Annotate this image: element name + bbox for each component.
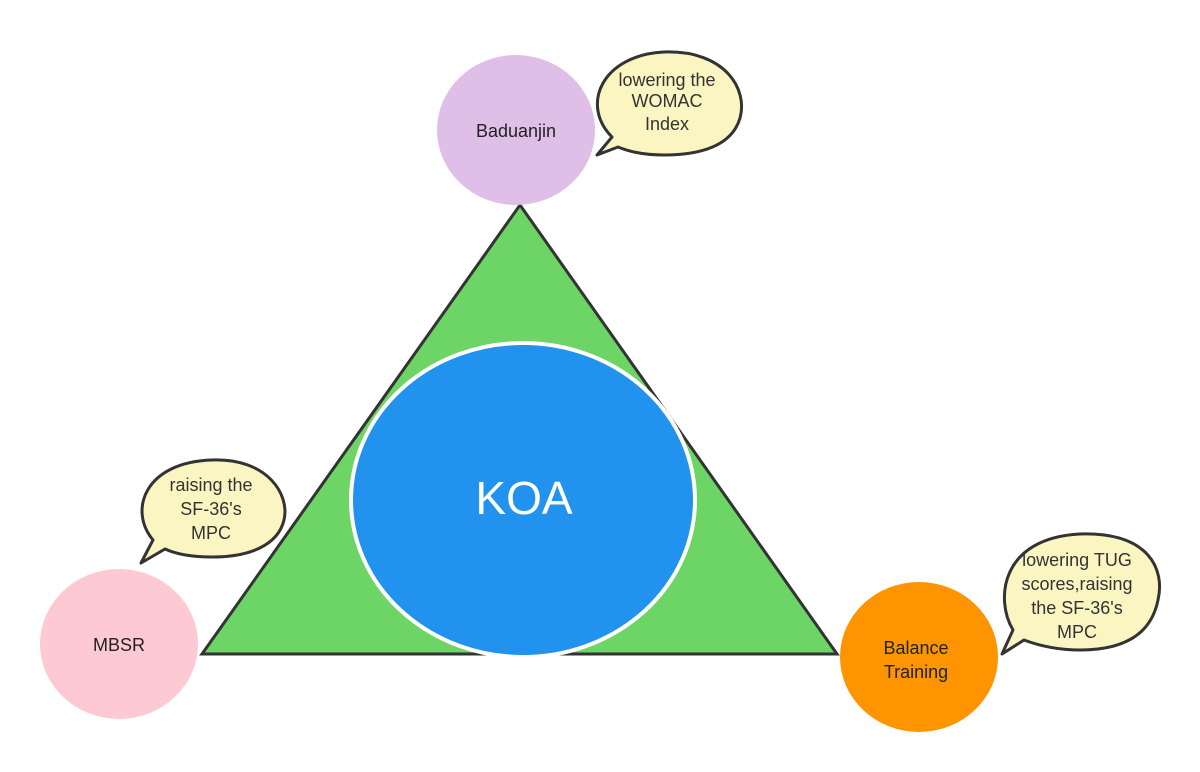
center-circle-group: KOA bbox=[349, 341, 697, 659]
balance-training-effect-line-1: lowering TUG bbox=[1022, 550, 1132, 570]
mbsr-effect-line-2: SF-36's bbox=[180, 499, 241, 519]
baduanjin-effect-line-3: Index bbox=[645, 114, 689, 134]
mbsr-circle bbox=[40, 569, 198, 719]
baduanjin-callout-bubble bbox=[595, 50, 743, 157]
mbsr-effect-line-3: MPC bbox=[191, 523, 231, 543]
baduanjin-effect-line-1: lowering the bbox=[618, 70, 715, 90]
balance-training-callout: lowering TUG scores,raising the SF-36's … bbox=[1000, 532, 1162, 656]
balance-training-effect-line-2: scores,raising bbox=[1021, 574, 1132, 594]
mbsr-node: MBSR bbox=[40, 569, 198, 719]
balance-training-circle bbox=[840, 582, 998, 732]
baduanjin-label: Baduanjin bbox=[476, 121, 556, 141]
center-circle bbox=[349, 341, 697, 659]
balance-training-label-line-2: Training bbox=[884, 662, 948, 682]
balance-training-node: Balance Training bbox=[840, 582, 998, 732]
baduanjin-effect-line-2: WOMAC bbox=[632, 91, 703, 111]
mbsr-callout: raising the SF-36's MPC bbox=[139, 458, 287, 565]
balance-training-callout-bubble bbox=[1000, 532, 1162, 656]
balance-training-label-line-1: Balance bbox=[883, 638, 948, 658]
baduanjin-callout: lowering the WOMAC Index bbox=[595, 50, 743, 157]
mbsr-callout-bubble bbox=[139, 458, 287, 565]
baduanjin-circle bbox=[437, 55, 595, 205]
balance-training-effect-line-3: the SF-36's bbox=[1031, 598, 1122, 618]
mbsr-label: MBSR bbox=[93, 635, 145, 655]
center-label: KOA bbox=[475, 472, 572, 524]
balance-training-effect-line-4: MPC bbox=[1057, 622, 1097, 642]
mbsr-effect-line-1: raising the bbox=[169, 475, 252, 495]
baduanjin-node: Baduanjin bbox=[437, 55, 595, 205]
